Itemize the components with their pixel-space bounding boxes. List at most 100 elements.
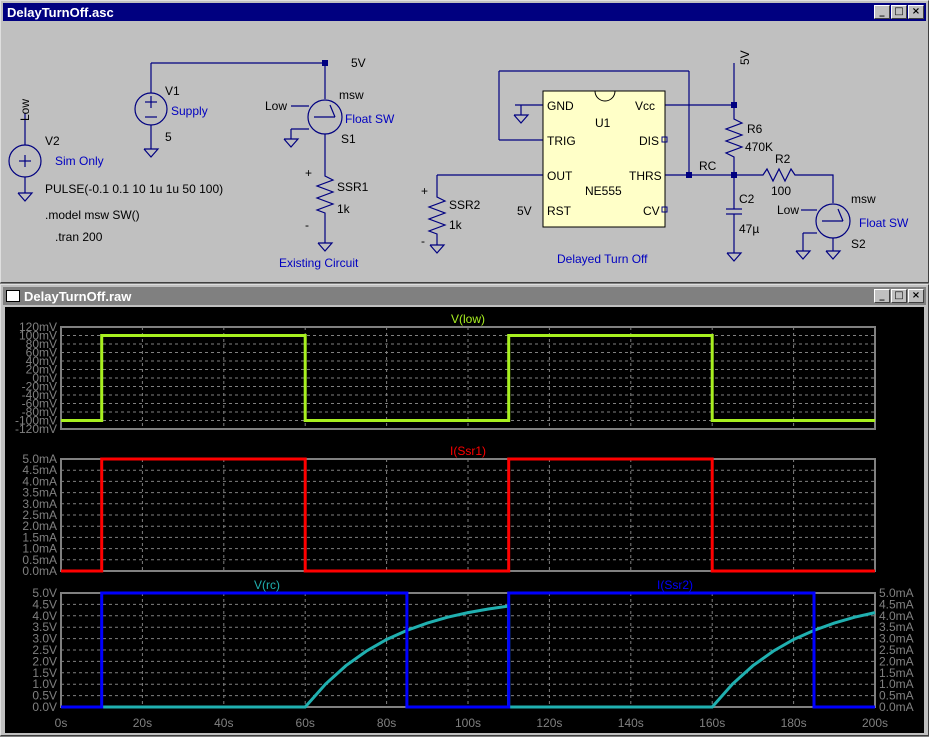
y-tick-label: 80mV (26, 337, 57, 351)
y-tick-label: 60mV (26, 346, 57, 360)
y-tick-label: 2.5V (32, 643, 57, 657)
s1-float-sw-comment: Float SW (345, 112, 395, 126)
rc-net-label: RC (699, 159, 717, 173)
v1-label: V1 (165, 84, 180, 98)
v1-value: 5 (165, 130, 172, 144)
ssr1-value: 1k (337, 202, 351, 216)
u1-label: U1 (595, 116, 611, 130)
c2-label: C2 (739, 192, 755, 206)
y-tick-label: 1.0V (32, 677, 57, 691)
x-tick-label: 80s (377, 716, 396, 730)
waveform-plots: 120mV100mV80mV60mV40mV20mV0mV-20mV-40mV-… (15, 312, 914, 730)
y-tick-label: -100mV (15, 414, 57, 428)
y-tick-label: 20mV (26, 363, 57, 377)
plot-frame (60, 326, 876, 430)
schematic-drawing: Low V2 PULSE(-0.1 0.1 10 1u 1u 50 100) .… (8, 50, 909, 270)
r6-value: 470K (745, 140, 773, 154)
low-label-v2: Low (18, 99, 32, 121)
s2-float-sw-comment: Float SW (859, 216, 909, 230)
r6-label: R6 (747, 122, 763, 136)
y-tick-label: 5.0V (32, 586, 57, 600)
ne555-label: NE555 (585, 184, 622, 198)
schematic-titlebar[interactable]: DelayTurnOff.asc _ □ × (3, 3, 926, 21)
x-tick-label: 60s (296, 716, 315, 730)
s1-model-label: msw (339, 88, 364, 102)
tran-directive: .tran 200 (55, 230, 103, 244)
r2-label: R2 (775, 152, 791, 166)
close-button[interactable]: × (908, 289, 924, 303)
y2-tick-label: 4.5mA (879, 597, 914, 611)
close-button[interactable]: × (908, 5, 924, 19)
pulse-label: PULSE(-0.1 0.1 10 1u 1u 50 100) (45, 182, 223, 196)
y-tick-label: 4.5mA (22, 463, 57, 477)
v2-label: V2 (45, 134, 60, 148)
x-tick-label: 160s (699, 716, 725, 730)
y2-tick-label: 5.0mA (879, 586, 914, 600)
net-5v-label: 5V (351, 56, 366, 70)
y-tick-label: 100mV (19, 329, 57, 343)
trace-i-ssr1- (61, 457, 875, 573)
y2-tick-label: 2.5mA (879, 643, 914, 657)
y-tick-label: -20mV (22, 380, 57, 394)
y-tick-label: 4.5V (32, 597, 57, 611)
existing-circuit-comment: Existing Circuit (279, 256, 359, 270)
y2-tick-label: 2.0mA (879, 654, 914, 668)
y2-tick-label: 0.0mA (879, 700, 914, 714)
trace-v-low- (61, 334, 875, 422)
y-tick-label: -60mV (22, 397, 57, 411)
y-tick-label: -120mV (15, 422, 57, 436)
trace-v-rc- (61, 604, 876, 709)
rst-5v-label: 5V (517, 204, 532, 218)
trace-title-right: I(Ssr2) (657, 578, 693, 592)
pin-rst: RST (547, 204, 572, 218)
x-tick-label: 100s (455, 716, 481, 730)
ssr2-label: SSR2 (449, 198, 481, 212)
y-tick-label: 2.5mA (22, 508, 57, 522)
x-tick-label: 140s (618, 716, 644, 730)
y-tick-label: 0mV (32, 371, 57, 385)
pin-gnd: GND (547, 99, 574, 113)
pin-thrs: THRS (629, 169, 662, 183)
schematic-canvas[interactable]: Low V2 PULSE(-0.1 0.1 10 1u 1u 50 100) .… (5, 23, 924, 278)
pin-trig: TRIG (547, 134, 576, 148)
y2-tick-label: 1.5mA (879, 666, 914, 680)
ssr1-minus: - (305, 218, 309, 232)
x-tick-label: 180s (781, 716, 807, 730)
pin-cv: CV (643, 204, 660, 218)
ne555-chip (542, 90, 666, 228)
maximize-button[interactable]: □ (891, 5, 907, 19)
x-tick-label: 20s (133, 716, 152, 730)
waveform-title: DelayTurnOff.raw (24, 288, 132, 304)
y2-tick-label: 3.5mA (879, 620, 914, 634)
x-tick-label: 200s (862, 716, 888, 730)
y-tick-label: -80mV (22, 405, 57, 419)
maximize-button[interactable]: □ (891, 289, 907, 303)
supply-comment: Supply (171, 104, 208, 118)
minimize-button[interactable]: _ (874, 289, 890, 303)
model-directive: .model msw SW() (45, 208, 140, 222)
trace-title-left: V(rc) (254, 578, 280, 592)
y2-tick-label: 0.5mA (879, 689, 914, 703)
s2-low-label: Low (777, 203, 799, 217)
pin-out: OUT (547, 169, 573, 183)
y-tick-label: 3.5mA (22, 486, 57, 500)
waveform-titlebar[interactable]: DelayTurnOff.raw _ □ × (3, 287, 926, 305)
delayed-turn-off-comment: Delayed Turn Off (557, 252, 648, 266)
y-tick-label: 0.5mA (22, 553, 57, 567)
waveform-app-icon (6, 290, 20, 302)
x-tick-label: 0s (55, 716, 68, 730)
y-tick-label: 0.0mA (22, 564, 57, 578)
trace-i-ssr2- (61, 591, 875, 709)
ssr2-plus: + (421, 184, 428, 198)
sim-only-comment: Sim Only (55, 154, 104, 168)
x-tick-label: 120s (536, 716, 562, 730)
y-tick-label: -40mV (22, 388, 57, 402)
y-tick-label: 1.0mA (22, 542, 57, 556)
s2-model-label: msw (851, 192, 876, 206)
y2-tick-label: 1.0mA (879, 677, 914, 691)
vcc-5v-label: 5V (738, 50, 752, 65)
s1-low-label: Low (265, 99, 287, 113)
x-tick-label: 40s (214, 716, 233, 730)
minimize-button[interactable]: _ (874, 5, 890, 19)
